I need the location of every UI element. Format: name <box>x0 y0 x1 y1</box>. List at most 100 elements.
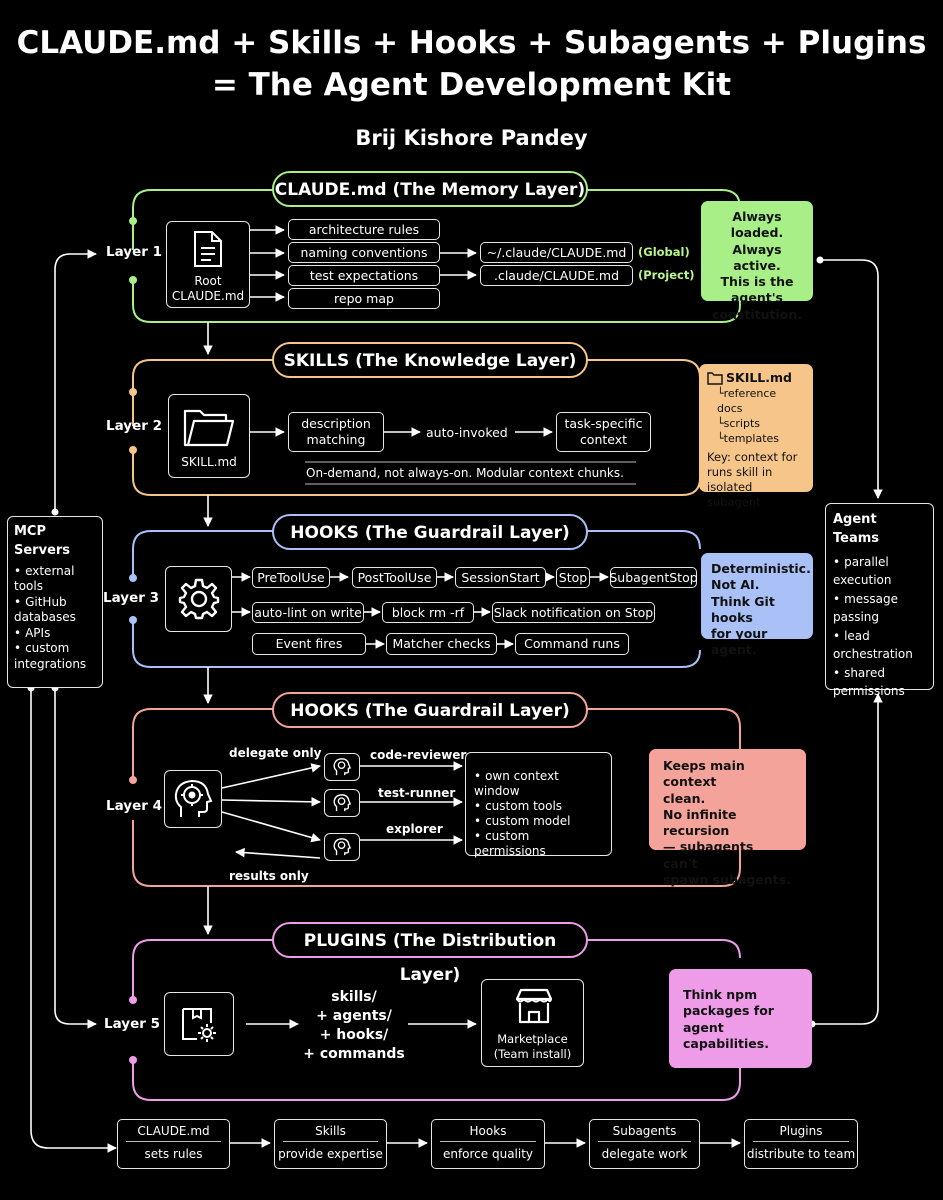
agent-teams-title: Agent Teams <box>833 512 880 546</box>
brain-head-icon <box>174 779 213 817</box>
layer3-note: Deterministic. Not AI. Think Git hooks f… <box>701 553 813 657</box>
plugin-box <box>164 992 234 1056</box>
layer5-label: Layer 5 <box>104 1016 161 1032</box>
layer2-note: SKILL.md └reference docs └scripts └templ… <box>699 364 813 509</box>
event-subagentstop: SubagentStop <box>609 567 698 588</box>
auto-invoked: auto-invoked <box>426 425 508 440</box>
flow-matcher-checks: Matcher checks <box>386 633 497 655</box>
item-naming-conventions: naming conventions <box>288 242 440 263</box>
package-gear-icon <box>182 1008 216 1042</box>
description-matching: description matching <box>288 412 384 452</box>
subagent-box-2 <box>324 789 360 817</box>
feature-custom-permissions: custom permissions <box>474 829 603 859</box>
subagent-brain-icon <box>333 758 352 776</box>
layer3-label: Layer 3 <box>103 590 160 606</box>
footer-step-title: Hooks <box>440 1120 536 1142</box>
skill-md-label: SKILL.md <box>181 455 237 469</box>
footer-step-title: Skills <box>283 1120 378 1142</box>
layer5-note: Think npm packages for agent capabilitie… <box>669 969 812 1068</box>
example-block-rm: block rm -rf <box>382 602 474 623</box>
note-item-reference-docs: reference docs <box>717 387 777 416</box>
footer-step-subagents: Subagents delegate work <box>589 1119 700 1169</box>
agent-teams-box: Agent Teams parallel execution message p… <box>825 503 934 698</box>
footer-step-claude-md: CLAUDE.md sets rules <box>117 1119 230 1169</box>
layer3-header: HOOKS (The Guardrail Layer) <box>272 514 588 550</box>
footer-step-desc: distribute to team <box>746 1147 856 1161</box>
agent-code-reviewer: code-reviewer <box>370 748 467 762</box>
note-item-scripts: scripts <box>723 417 761 431</box>
folder-small-icon <box>707 371 723 385</box>
subagent-features: own context window custom tools custom m… <box>465 752 612 859</box>
layer4-label: Layer 4 <box>106 798 163 814</box>
results-only-label: results only <box>229 869 309 883</box>
item-test-expectations: test expectations <box>288 265 440 286</box>
footer-step-title: Plugins <box>753 1120 849 1142</box>
footer-step-desc: enforce quality <box>442 1147 534 1161</box>
agent-explorer: explorer <box>386 822 443 836</box>
event-posttooluse: PostToolUse <box>352 567 437 588</box>
agent-test-runner: test-runner <box>378 786 456 800</box>
feature-custom-model: custom model <box>474 814 603 829</box>
note-skill-title: SKILL.md <box>726 370 792 385</box>
item-repo-map: repo map <box>288 288 440 309</box>
note-key: Key: context for runs skill in isolated … <box>707 450 798 510</box>
footer-step-desc: delegate work <box>601 1147 688 1161</box>
root-claude-md-box: Root CLAUDE.md <box>166 221 250 308</box>
team-item-message: message passing <box>833 590 926 627</box>
task-specific-context: task-specific context <box>556 412 651 452</box>
title-line-1: CLAUDE.md + Skills + Hooks + Subagents +… <box>16 25 927 61</box>
folder-icon <box>183 409 235 447</box>
footer-step-hooks: Hooks enforce quality <box>431 1119 545 1169</box>
team-item-shared: shared permissions <box>833 664 926 701</box>
layer4-header: HOOKS (The Guardrail Layer) <box>272 692 588 728</box>
flow-event-fires: Event fires <box>252 633 366 655</box>
layer4-note: Keeps main context clean. No infinite re… <box>649 749 806 887</box>
mcp-item-apis: APIs <box>14 626 96 642</box>
note-item-templates: templates <box>723 432 780 446</box>
layer1-header: CLAUDE.md (The Memory Layer) <box>272 171 588 207</box>
layer2-header: SKILLS (The Knowledge Layer) <box>272 342 588 378</box>
project-path: .claude/CLAUDE.md <box>480 265 633 286</box>
layer5-header: PLUGINS (The Distribution Layer) <box>272 922 588 985</box>
document-icon <box>194 231 222 267</box>
example-auto-lint: auto-lint on write <box>252 602 364 623</box>
skill-md-box: SKILL.md <box>168 394 250 478</box>
team-item-lead: lead orchestration <box>833 627 926 664</box>
footer-step-desc: sets rules <box>144 1147 203 1161</box>
item-architecture-rules: architecture rules <box>288 219 440 240</box>
main-agent-box <box>164 770 222 828</box>
subagent-brain-icon <box>333 838 352 856</box>
plugin-bundle: skills/ + agents/ + hooks/ + commands <box>303 989 405 1062</box>
event-stop: Stop <box>556 567 590 588</box>
event-pretooluse: PreToolUse <box>252 567 330 588</box>
subagent-box-3 <box>324 833 360 861</box>
layer2-caption: On-demand, not always-on. Modular contex… <box>306 466 624 480</box>
subagent-brain-icon <box>333 794 352 812</box>
mcp-item-external-tools: external tools <box>14 564 96 595</box>
root-claude-md-label: Root CLAUDE.md <box>171 274 245 303</box>
marketplace-box: Marketplace (Team install) <box>481 979 584 1067</box>
footer-step-title: CLAUDE.md <box>126 1120 221 1142</box>
layer2-label: Layer 2 <box>106 418 163 434</box>
footer-step-plugins: Plugins distribute to team <box>744 1119 858 1169</box>
flow-command-runs: Command runs <box>515 633 629 655</box>
delegate-only-label: delegate only <box>229 746 322 760</box>
mcp-item-custom-integrations: custom integrations <box>14 641 96 672</box>
mcp-servers-box: MCP Servers external tools GitHub databa… <box>7 516 103 688</box>
project-tag: (Project) <box>638 268 695 282</box>
global-tag: (Global) <box>638 245 690 259</box>
footer-step-desc: provide expertise <box>278 1147 383 1161</box>
subagent-box-1 <box>324 753 360 781</box>
storefront-icon <box>515 988 553 1024</box>
marketplace-label: Marketplace (Team install) <box>493 1032 572 1061</box>
mcp-item-github-databases: GitHub databases <box>14 595 96 626</box>
layer1-note: Always loaded. Always active. This is th… <box>701 201 813 322</box>
mcp-title: MCP Servers <box>14 524 71 558</box>
global-path: ~/.claude/CLAUDE.md <box>480 242 633 263</box>
title-line-2: = The Agent Development Kit <box>211 67 732 103</box>
feature-custom-tools: custom tools <box>474 799 603 814</box>
footer-step-title: Subagents <box>598 1120 691 1142</box>
example-slack-notification: Slack notification on Stop <box>492 602 655 623</box>
footer-step-skills: Skills provide expertise <box>274 1119 387 1169</box>
gear-box <box>165 566 232 632</box>
